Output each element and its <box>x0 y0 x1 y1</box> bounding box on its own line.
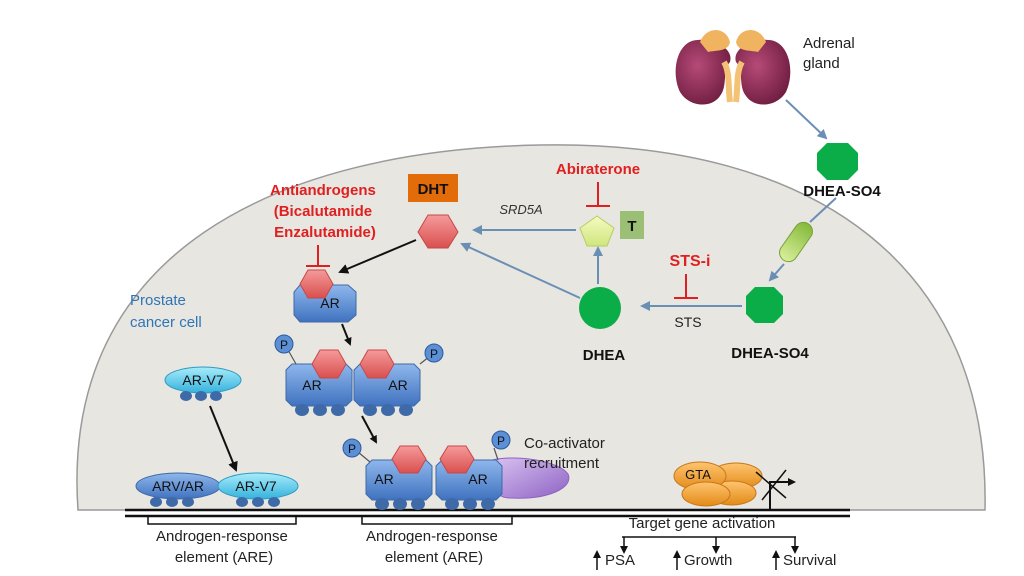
ar-dna-right-label: AR <box>468 471 487 487</box>
are-mid-label: Androgen-response element (ARE) <box>366 528 502 566</box>
dht-hexagon <box>417 214 459 249</box>
ar-monomer: AR <box>293 269 357 323</box>
adrenal-gland-label: Adrenal gland <box>803 35 859 72</box>
phospho-circle-dna-right <box>491 430 511 450</box>
arrow-dhea-to-dht <box>460 242 581 299</box>
target-gene-activation-label: Target gene activation <box>629 515 776 532</box>
ar-ligand-hexagon <box>299 269 334 299</box>
ar-dimer-left-label: AR <box>302 377 321 393</box>
are-bracket-left <box>147 516 297 525</box>
phospho-circle-dna-left <box>342 438 362 458</box>
testosterone-pentagon <box>579 215 615 247</box>
arrow-dimer-to-dna <box>361 415 377 444</box>
phospho-circle-left <box>274 334 294 354</box>
ar-v7-bound-label: AR-V7 <box>235 478 276 494</box>
antiandrogens-label: Antiandrogens (Bicalutamide Enzalutamide… <box>270 182 380 241</box>
srd5a-label: SRD5A <box>499 202 542 217</box>
ar-dna-left-label: AR <box>374 471 393 487</box>
sts-inhibitor-label: STS-i <box>670 253 711 270</box>
gta-label: GTA <box>685 467 711 482</box>
arv-ar-heterodimer: ARV/AR AR-V7 <box>135 472 299 507</box>
dht-label-box <box>408 174 458 202</box>
prostate-cell-membrane <box>76 144 986 511</box>
phospho-label-dna-left: P <box>348 442 356 456</box>
ar-dimer-dna-bound: AR AR P P <box>342 430 570 510</box>
testosterone-label-box <box>620 211 644 239</box>
ar-dimer-phosphorylated: AR AR P P <box>274 334 444 416</box>
psa-label: PSA <box>605 552 635 569</box>
adrenal-gland-icon <box>675 30 791 105</box>
arrow-arv7-to-dna <box>209 405 238 472</box>
ar-label: AR <box>320 295 339 311</box>
are-bracket-mid <box>361 516 513 525</box>
dhea-so4-mid-label: DHEA-SO4 <box>731 345 809 362</box>
survival-label: Survival <box>783 552 836 569</box>
prostate-cell-label: Prostate cancer cell <box>130 292 202 331</box>
sts-label: STS <box>674 314 701 330</box>
phospho-label-right: P <box>430 347 438 361</box>
gta-cluster: GTA <box>673 461 763 507</box>
testosterone-label: T <box>627 218 636 235</box>
dhea-circle <box>579 287 621 329</box>
arrow-ar-to-dimer <box>341 323 352 346</box>
arrow-dheaso4-to-capsule <box>809 197 837 223</box>
phospho-label-dna-right: P <box>497 434 505 448</box>
transporter-capsule-icon <box>779 221 813 263</box>
arv-ar-label: ARV/AR <box>152 478 204 494</box>
phospho-circle-right <box>424 343 444 363</box>
dhea-label: DHEA <box>583 347 626 364</box>
growth-label: Growth <box>684 552 732 569</box>
transcription-cross-2 <box>761 469 787 501</box>
dhea-so4-mid-shape <box>746 287 783 323</box>
ar-dimer-right-label: AR <box>388 377 407 393</box>
phospho-label-left: P <box>280 338 288 352</box>
abiraterone-label: Abiraterone <box>556 161 640 178</box>
dht-label: DHT <box>418 181 449 198</box>
are-left-label: Androgen-response element (ARE) <box>156 528 292 566</box>
arrow-dht-to-ar <box>338 239 417 274</box>
ar-v7-free-label: AR-V7 <box>182 372 223 388</box>
dhea-so4-top-label: DHEA-SO4 <box>803 183 881 200</box>
coactivator-label: Co-activator recruitment <box>524 435 609 472</box>
arrow-capsule-to-dheaso4 <box>768 263 785 282</box>
arrow-adrenal-to-dheaso4 <box>785 99 828 140</box>
ar-v7-free: AR-V7 <box>164 366 242 401</box>
dhea-so4-top-shape <box>817 143 858 180</box>
transcription-start-arrow <box>769 478 796 510</box>
transcription-cross-1 <box>755 471 787 499</box>
